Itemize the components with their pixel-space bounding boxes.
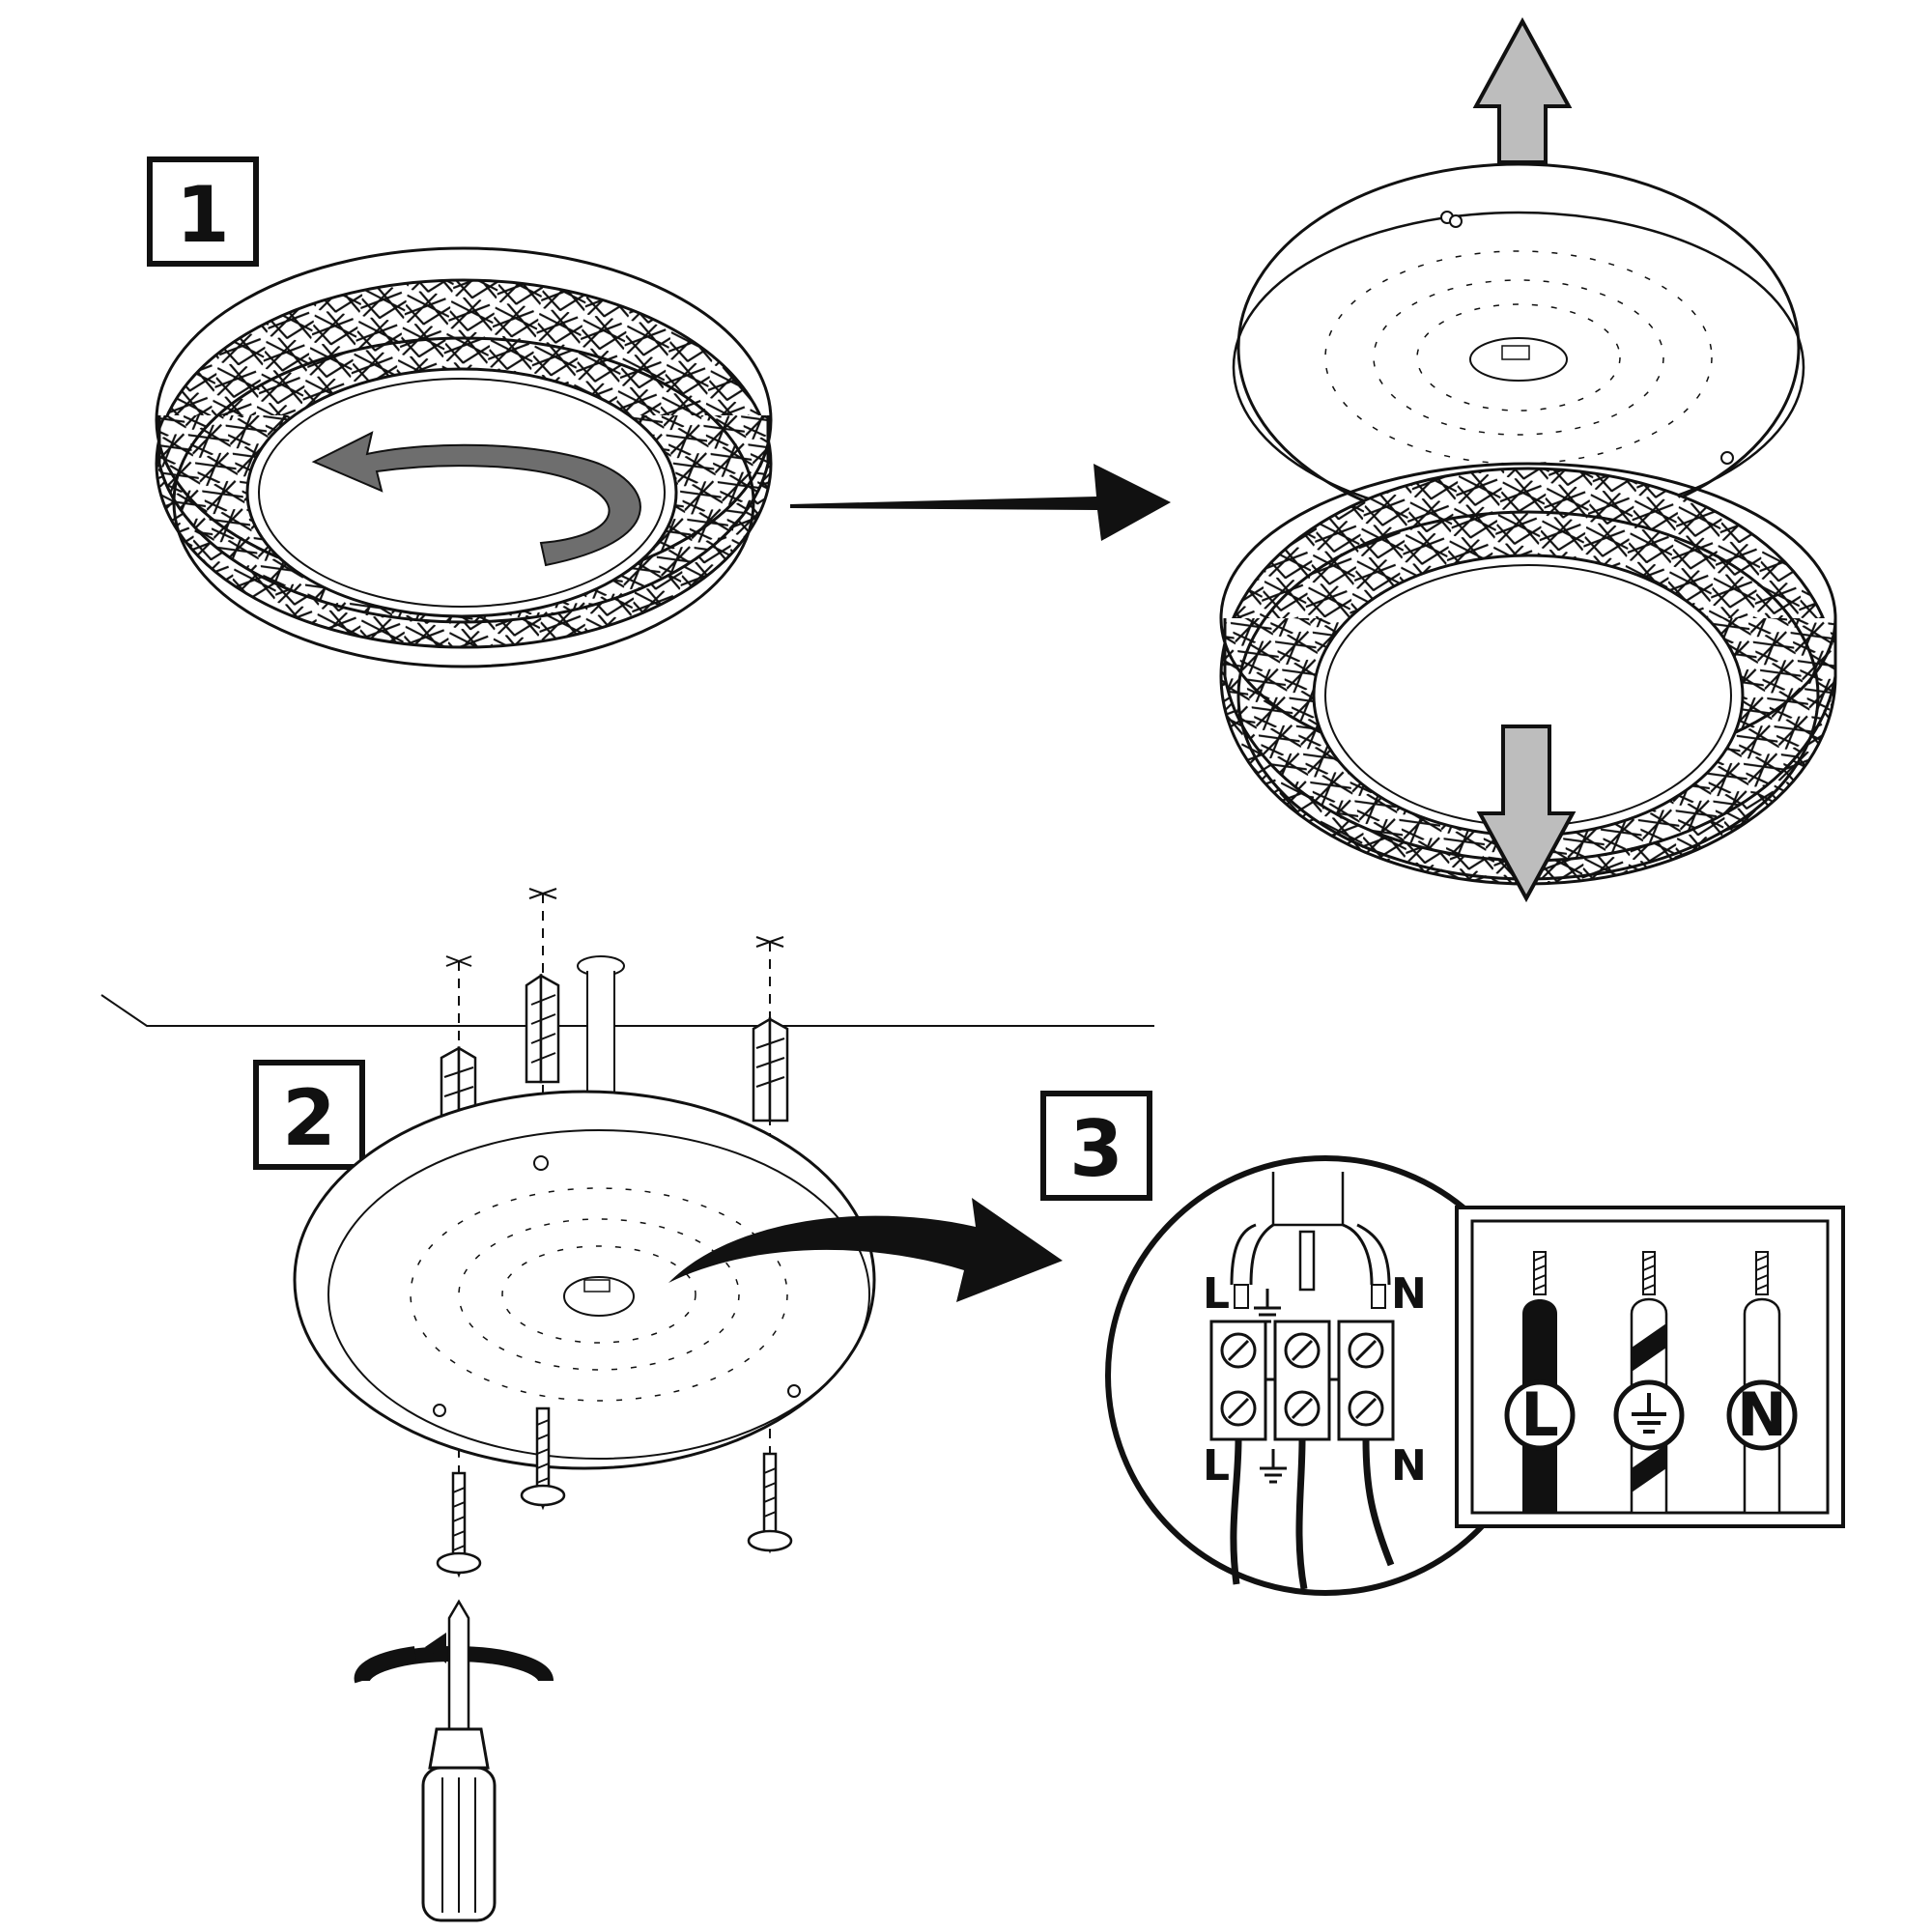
arrow-down-icon [1476,724,1577,903]
step-1-number: 1 [176,170,230,260]
rotate-arrow-icon [311,431,641,567]
wire-earth [1613,1251,1685,1515]
terminal-block-detail: L N L N [1105,1155,1546,1596]
ground-icon [1254,1289,1281,1323]
wall-plug-icon [440,973,789,1142]
supply-wires [1230,1438,1395,1590]
screw-icon [436,1406,793,1578]
wire-neutral: N [1726,1251,1798,1515]
curved-arrow-icon [668,1198,1063,1302]
arrow-right-icon [790,464,1171,541]
step-3-box: 3 [1040,1091,1152,1201]
terminal-top-label-l: L [1203,1269,1230,1319]
arrow-up-icon [1472,16,1573,164]
terminal-bottom-label-l: L [1203,1441,1230,1491]
terminal-bottom-label-n: N [1391,1441,1427,1491]
cable-conduit [577,955,625,1112]
ground-icon [1260,1449,1287,1484]
legend-label-l: L [1520,1379,1559,1450]
ground-icon [1632,1393,1666,1434]
step-3-number: 3 [1069,1104,1123,1194]
terminal-top-label-n: N [1391,1269,1427,1319]
step-2-box: 2 [253,1060,365,1170]
ceiling-line [100,994,1154,1027]
terminal-block [1209,1320,1395,1441]
screwdriver-icon [354,1599,554,1922]
wire-color-legend: L N [1455,1206,1845,1528]
step-2-number: 2 [282,1073,336,1163]
mounting-plate [293,1090,876,1470]
wire-live: L [1504,1251,1576,1513]
legend-label-n: N [1737,1379,1787,1450]
step-1-box: 1 [147,156,259,267]
